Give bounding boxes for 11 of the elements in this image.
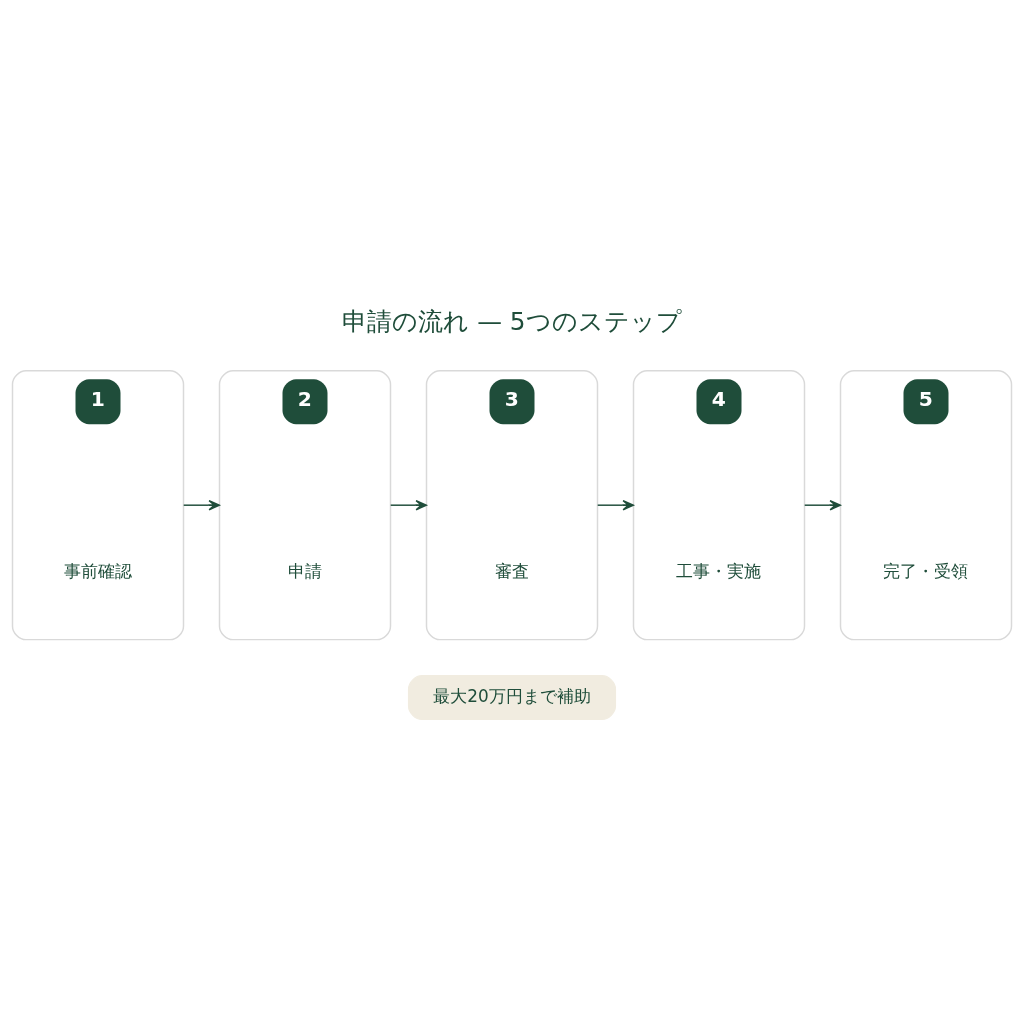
arrow bbox=[804, 499, 841, 510]
node-box: 2 申請 bbox=[218, 369, 392, 640]
node-box: 最大20万円まで補助 bbox=[407, 674, 617, 720]
node-box: 4 工事・実施 bbox=[632, 369, 806, 640]
node-box: 1 事前確認 bbox=[11, 369, 185, 640]
arrow bbox=[597, 499, 634, 510]
arrow bbox=[389, 499, 427, 510]
node-box: 5 完了・受領 bbox=[839, 369, 1013, 640]
node-box: 3 審査 bbox=[425, 369, 599, 640]
arrow bbox=[183, 499, 220, 510]
diagram-title: 申請の流れ — 5つのステップ bbox=[342, 306, 682, 336]
